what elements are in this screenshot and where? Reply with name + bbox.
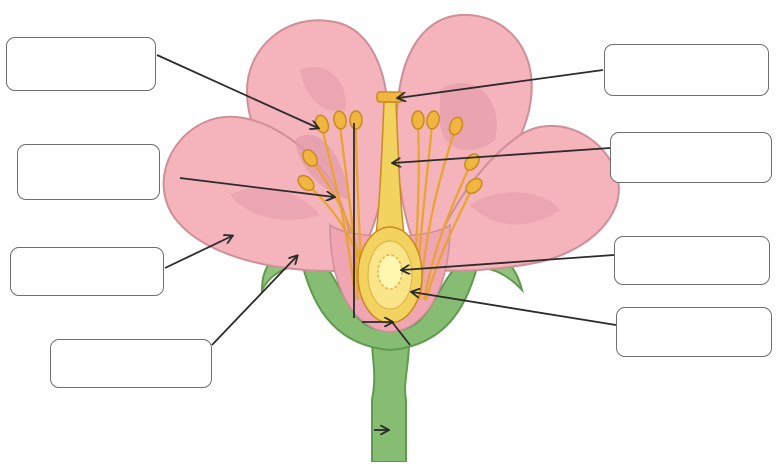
label-box-ovule[interactable] <box>614 236 770 285</box>
label-box-style[interactable] <box>610 132 772 183</box>
label-box-anther[interactable] <box>6 37 156 91</box>
label-box-stigma[interactable] <box>604 44 769 96</box>
label-box-sepal[interactable] <box>50 339 212 388</box>
label-box-petal[interactable] <box>10 247 164 296</box>
arrow-sepal <box>212 256 297 345</box>
ovule <box>378 255 402 289</box>
label-box-ovary[interactable] <box>616 307 772 357</box>
label-box-filament[interactable] <box>17 144 160 200</box>
